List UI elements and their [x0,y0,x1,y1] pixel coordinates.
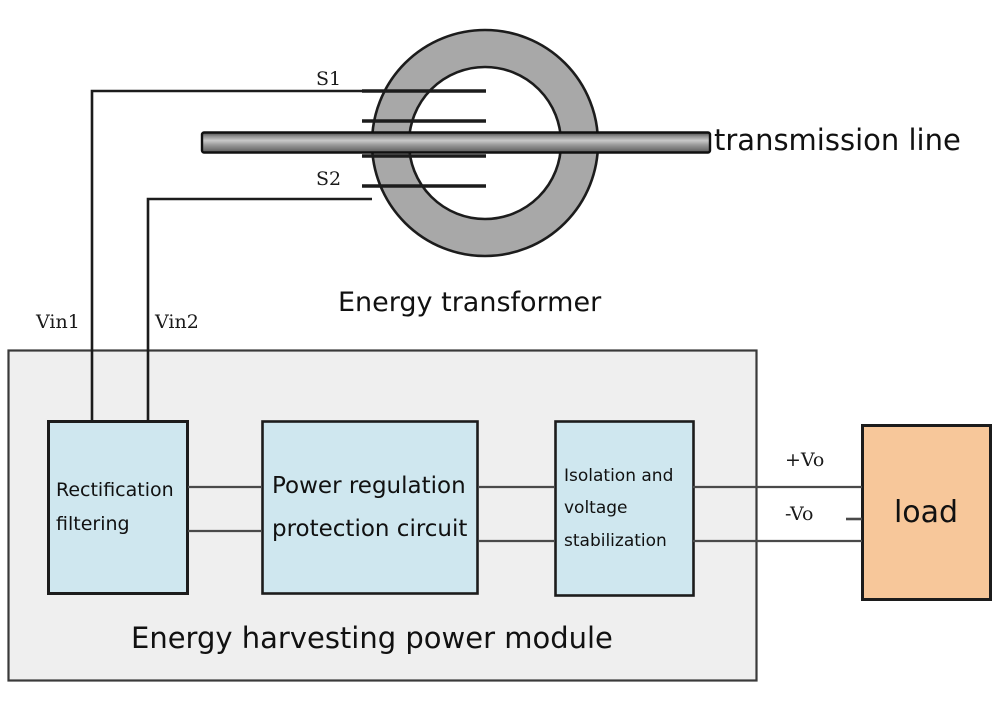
input-label-vin2: Vin2 [155,311,199,333]
energy-transformer-label: Energy transformer [338,287,602,318]
terminal-label-s2: S2 [316,168,342,190]
module-title-label: Energy harvesting power module [131,621,613,655]
block-rectification-filtering[interactable] [47,420,189,595]
block-power-regulation[interactable] [261,420,479,595]
wire-s2 [146,197,372,421]
secondary-wiring [90,89,410,421]
block-load[interactable] [861,424,992,601]
block-isolation-stabilization[interactable] [554,420,695,597]
transmission-line-label: transmission line [714,123,961,157]
input-label-vin1: Vin1 [36,311,80,333]
interblock-wiring [188,485,862,543]
core-winding-turns [362,89,486,188]
transmission-line-bar [200,131,712,154]
output-label-minus-vo: -Vo [785,503,814,525]
terminal-label-s1: S1 [316,68,342,90]
output-label-plus-vo: +Vo [785,449,825,471]
wire-s1 [90,89,410,421]
